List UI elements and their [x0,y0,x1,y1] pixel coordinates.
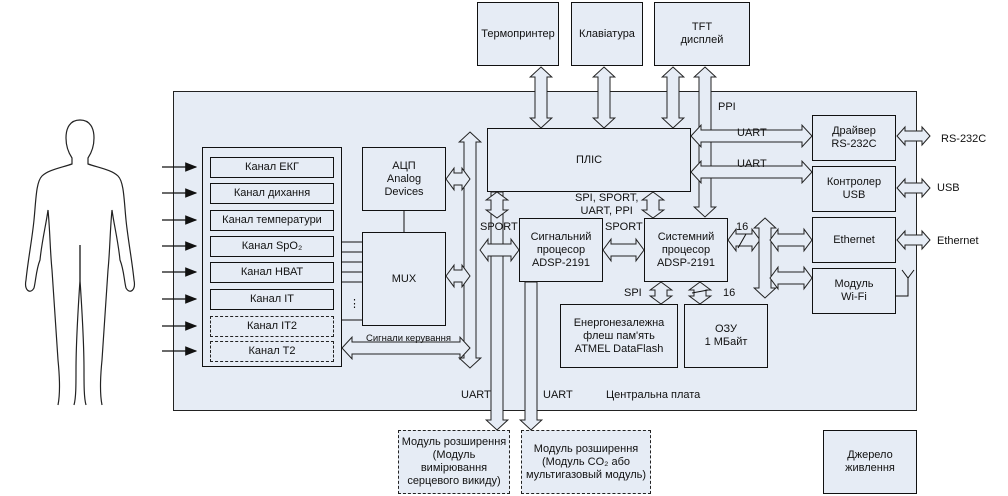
human-body-icon [25,119,135,406]
channel-item: Канал температури [210,210,334,231]
usb-controller-block: Контролер USB [812,166,896,212]
rs232-driver-block: Драйвер RS-232C [812,115,896,161]
expansion-module-2: Модуль розширення (Модуль CO₂ або мульти… [521,430,651,494]
sport-mid-label: SPORT [605,221,643,233]
channel-item: Канал T2 [210,341,334,362]
spi-sport-uart-ppi-label: SPI, SPORT, UART, PPI [575,192,639,217]
port-ethernet: Ethernet [937,235,979,247]
channel-label: Канал IT2 [246,320,298,332]
port-rs232: RS-232C [941,133,987,145]
channel-item: Канал IT2 [210,316,334,337]
uart-bottom-label-2: UART [543,389,573,401]
fpga-label: ПЛІС [575,153,603,166]
tft-display-block: TFT дисплей [654,2,750,66]
thermoprinter-block: Термопринтер [477,2,559,66]
channel-item: Канал ЕКГ [210,157,334,178]
channel-label: Канал SpO₂ [241,240,303,252]
usb-controller-label: Контролер USB [826,176,882,201]
ram-block: ОЗУ 1 МБайт [684,304,768,368]
channel-label: Канал T2 [248,345,296,357]
channel-item: Канал IT [210,289,334,310]
rs232-driver-label: Драйвер RS-232C [831,125,877,150]
expansion-module-2-label: Модуль розширення (Модуль CO₂ або мульти… [525,442,647,481]
board-label: Центральна плата [606,389,701,401]
expansion-module-1-label: Модуль розширення (Модуль вимірювання се… [401,436,507,487]
thermoprinter-label: Термопринтер [481,27,555,40]
control-signals-label: Сигнали керування [366,333,451,344]
channel-label: Канал НВАТ [240,266,304,278]
wifi-module-block: Модуль Wi-Fi [812,268,896,314]
mux-label: MUX [391,272,417,285]
signal-processor-block: Сигнальний процесор ADSP-2191 [519,218,603,282]
channel-label: Канал температури [222,214,322,226]
ram-label: ОЗУ 1 МБайт [704,323,748,348]
bus-width-16-a: 16 [736,221,749,233]
power-supply-block: Джерело живлення [823,430,917,494]
channel-label: Канал дихання [233,187,311,199]
ethernet-block: Ethernet [812,217,896,263]
power-supply-label: Джерело живлення [845,449,895,474]
uart-bottom-label-1: UART [461,389,491,401]
ethernet-label: Ethernet [833,233,875,246]
flash-memory-block: Енергонезалежна флеш пам'ять ATMEL DataF… [560,304,678,368]
system-processor-label: Системний процесор ADSP-2191 [656,230,716,269]
channel-item: Канал SpO₂ [210,236,334,257]
mux-ellipsis: ⋮ [349,298,360,310]
fpga-block: ПЛІС [487,128,691,192]
system-processor-block: Системний процесор ADSP-2191 [644,218,728,282]
adc-block: АЦП Analog Devices [362,147,446,211]
flash-memory-label: Енергонезалежна флеш пам'ять ATMEL DataF… [573,316,665,355]
uart-label-2: UART [737,158,767,170]
keyboard-label: Клавіатура [579,27,635,40]
adc-label: АЦП Analog Devices [384,159,424,198]
keyboard-block: Клавіатура [571,2,643,66]
spi-label: SPI [624,287,642,299]
ppi-label: PPI [718,101,736,113]
signal-processor-label: Сигнальний процесор ADSP-2191 [530,230,592,269]
mux-block: MUX [362,232,446,326]
sport-left-label: SPORT [480,221,518,233]
bus-width-16-b: 16 [723,287,736,299]
channel-item: Канал дихання [210,183,334,204]
channel-item: Канал НВАТ [210,262,334,283]
expansion-module-1: Модуль розширення (Модуль вимірювання се… [398,430,510,494]
tft-display-label: TFT дисплей [680,21,724,46]
channel-label: Канал IT [250,293,294,305]
port-usb: USB [937,182,960,194]
uart-label-1: UART [737,127,767,139]
channel-label: Канал ЕКГ [245,161,299,173]
wifi-module-label: Модуль Wi-Fi [834,278,874,303]
